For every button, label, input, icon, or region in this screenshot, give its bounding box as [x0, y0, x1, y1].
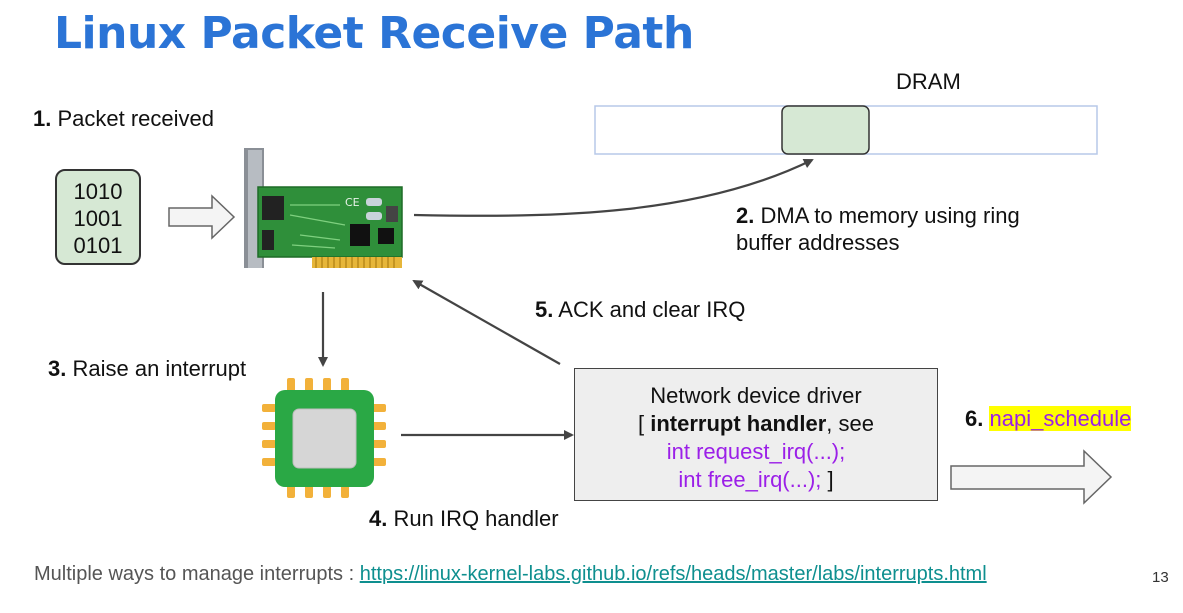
driver-bracket-open: [	[638, 411, 651, 436]
driver-line-4: int free_irq(...); ]	[575, 466, 937, 494]
driver-see: , see	[826, 411, 874, 436]
network-driver-box: Network device driver [ interrupt handle…	[574, 368, 938, 501]
step-1-number: 1.	[33, 106, 52, 131]
step-1-label: 1. Packet received	[33, 105, 214, 132]
nic-card-icon: CE	[244, 148, 403, 268]
footer-link[interactable]: https://linux-kernel-labs.github.io/refs…	[359, 563, 987, 585]
step-5-text: ACK and clear IRQ	[558, 297, 746, 322]
dram-buffer-slot	[781, 105, 870, 155]
footer: Multiple ways to manage interrupts : htt…	[34, 563, 987, 586]
step-4-number: 4.	[369, 506, 388, 531]
step-6-text: napi_schedule	[989, 406, 1132, 431]
dram-label: DRAM	[896, 69, 961, 94]
packet-bits-box: 1010 1001 0101	[55, 169, 141, 265]
step-3-number: 3.	[48, 356, 67, 381]
packet-bits-line: 1001	[73, 206, 123, 231]
step-3-label: 3. Raise an interrupt	[48, 355, 246, 382]
driver-free-irq: int free_irq(...);	[678, 467, 822, 492]
packet-in-arrow	[168, 194, 236, 240]
driver-request-irq: int request_irq(...);	[666, 439, 846, 464]
step-2-text-line2: buffer addresses	[736, 230, 900, 255]
step-4-label: 4. Run IRQ handler	[369, 505, 559, 532]
step-3-text: Raise an interrupt	[72, 356, 247, 381]
packet-bits-line: 1010	[73, 179, 123, 204]
step-2-number: 2.	[736, 203, 755, 228]
svg-text:CE: CE	[345, 196, 360, 209]
driver-line-2: [ interrupt handler, see	[575, 410, 937, 438]
driver-bracket-close: ]	[821, 467, 834, 492]
step-6-label: 6. napi_schedule	[965, 405, 1132, 432]
step-2-text-line1: DMA to memory using ring	[760, 203, 1020, 228]
step-5-label: 5. ACK and clear IRQ	[535, 296, 745, 323]
footer-text: Multiple ways to manage interrupts :	[34, 563, 360, 585]
packet-bits-line: 0101	[73, 233, 123, 258]
step-2-label: 2. DMA to memory using ring buffer addre…	[736, 202, 1020, 256]
step-6-number: 6.	[965, 406, 984, 431]
cpu-chip-icon	[262, 378, 386, 498]
dma-arrow	[413, 159, 814, 217]
page-number: 13	[1152, 569, 1169, 586]
step-5-number: 5.	[535, 297, 554, 322]
page-title: Linux Packet Receive Path	[54, 8, 694, 59]
step-4-text: Run IRQ handler	[393, 506, 559, 531]
driver-title: Network device driver	[650, 383, 862, 408]
napi-schedule-arrow	[950, 449, 1113, 505]
driver-interrupt-handler: interrupt handler	[650, 411, 827, 436]
ack-arrow	[412, 280, 561, 365]
step-1-text: Packet received	[57, 106, 215, 131]
